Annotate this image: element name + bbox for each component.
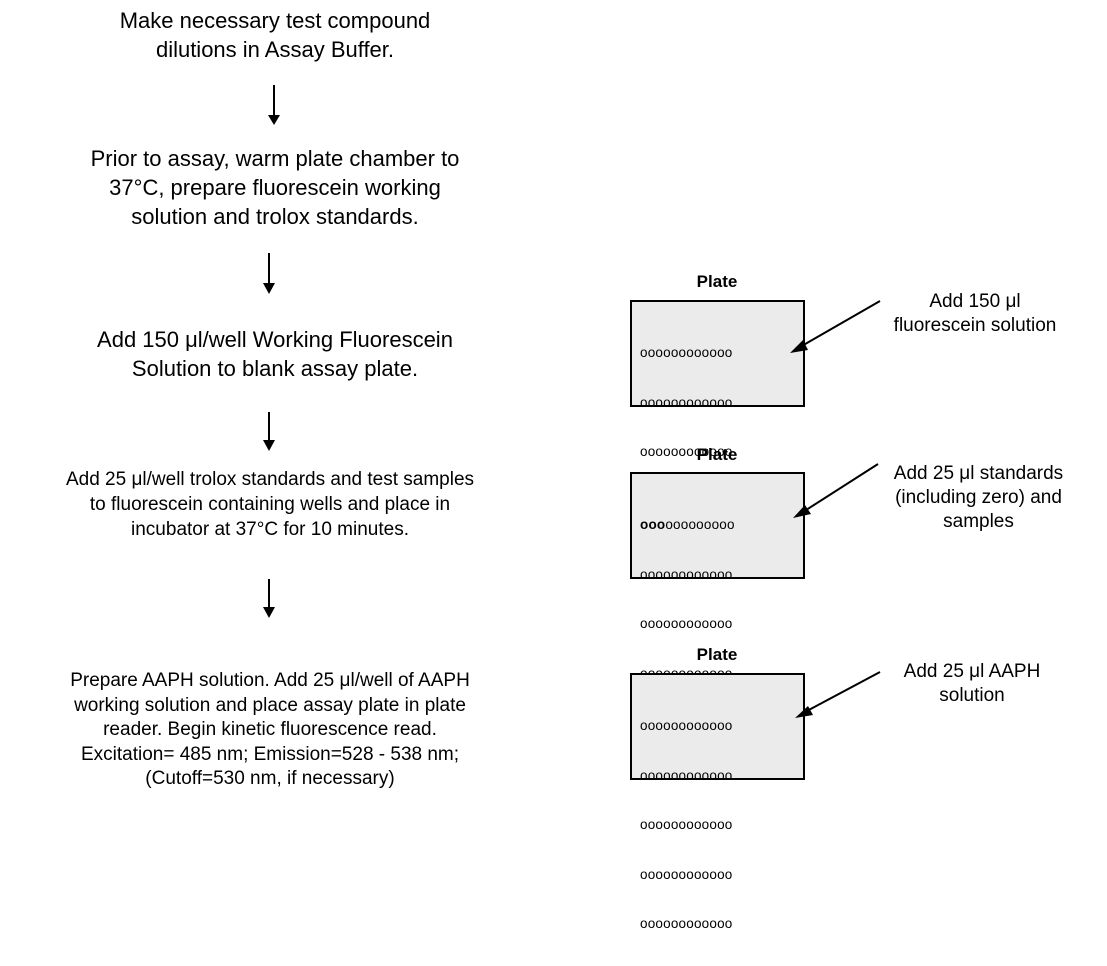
- step-1-text: Make necessary test compound dilutions i…: [95, 6, 455, 64]
- pointer-arrow-icon: [793, 463, 879, 518]
- pointer-arrow-icon: [795, 671, 881, 718]
- plate-1-note-line-1: Add 150 μl: [929, 291, 1021, 312]
- plate-2-empty-wells: ooooooooo: [665, 517, 735, 532]
- step-5-line-2: working solution and place assay plate i…: [74, 694, 466, 716]
- step-1-line-2: dilutions in Assay Buffer.: [155, 37, 395, 62]
- plate-1-well-row: oooooooooooo: [640, 394, 733, 410]
- step-4-line-1: Add 25 μl/well trolox standards and test…: [65, 469, 475, 490]
- plate-3-well-row: oooooooooooo: [640, 866, 733, 882]
- plate-2-well-row: oooooooooooo: [640, 566, 733, 582]
- plate-3-note-line-1: Add 25 μl AAPH: [903, 661, 1041, 682]
- pointer-arrow-icon: [790, 300, 881, 353]
- plate-3-title: Plate: [696, 645, 738, 664]
- plate-3-well-row: oooooooooooo: [640, 718, 733, 733]
- plate-2: oooooooooooo oooooooooooo oooooooooooo o…: [630, 472, 805, 730]
- step-3-line-1: Add 150 μl/well Working Fluorescein: [97, 327, 453, 352]
- plate-2-well-row: oooooooooooo: [640, 616, 733, 631]
- plate-2-filled-wells: ooo: [640, 517, 666, 532]
- plate-1-well-row: oooooooooooo: [640, 444, 733, 459]
- step-3-text: Add 150 μl/well Working Fluorescein Solu…: [35, 325, 515, 383]
- step-5-line-5: (Cutoff=530 nm, if necessary): [145, 768, 395, 789]
- plate-3-well-row: oooooooooooo: [640, 817, 733, 832]
- step-3-line-2: Solution to blank assay plate.: [131, 356, 419, 381]
- arrows-layer: [263, 85, 881, 718]
- step-4-line-2: to fluorescein containing wells and plac…: [89, 494, 451, 515]
- plate-2-note-line-2: (including zero) and: [895, 487, 1062, 508]
- flow-down-arrow-icon: [263, 579, 275, 618]
- plate-1-title: Plate: [696, 272, 738, 291]
- plate-2-note: Add 25 μl standards (including zero) and…: [850, 462, 1107, 534]
- plate-2-note-line-1: Add 25 μl standards: [893, 463, 1064, 484]
- plate-3-note-line-2: solution: [939, 685, 1005, 706]
- step-2-line-3: solution and trolox standards.: [131, 204, 419, 229]
- plate-1-note: Add 150 μl fluorescein solution: [845, 290, 1105, 338]
- step-4-line-3: incubator at 37°C for 10 minutes.: [131, 519, 409, 540]
- plate-3-well-row: oooooooooooo: [640, 767, 733, 783]
- plate-3-note: Add 25 μl AAPH solution: [862, 660, 1082, 708]
- flow-down-arrow-icon: [268, 85, 280, 125]
- plate-1-note-line-2: fluorescein solution: [893, 315, 1057, 336]
- flow-down-arrow-icon: [263, 253, 275, 294]
- step-5-line-4: Excitation= 485 nm; Emission=528 - 538 n…: [80, 743, 460, 765]
- step-5-line-3: reader. Begin kinetic fluorescence read.: [103, 719, 437, 740]
- step-1-line-1: Make necessary test compound: [119, 8, 431, 33]
- step-5-text: Prepare AAPH solution. Add 25 μl/well of…: [0, 669, 540, 792]
- step-5-line-1: Prepare AAPH solution. Add 25 μl/well of…: [70, 670, 470, 691]
- plate-2-note-line-3: samples: [943, 511, 1014, 532]
- step-2-line-1: Prior to assay, warm plate chamber to: [90, 146, 460, 171]
- flow-down-arrow-icon: [263, 412, 275, 451]
- plate-2-well-row-first: oooooooooooo: [640, 517, 735, 534]
- step-4-text: Add 25 μl/well trolox standards and test…: [0, 467, 540, 542]
- step-2-line-2: 37°C, prepare fluorescein working: [109, 175, 441, 200]
- plate-3-well-row: oooooooooooo: [640, 916, 733, 931]
- step-2-text: Prior to assay, warm plate chamber to 37…: [35, 144, 515, 231]
- plate-2-title: Plate: [696, 445, 738, 464]
- plate-1-well-row: oooooooooooo: [640, 345, 733, 360]
